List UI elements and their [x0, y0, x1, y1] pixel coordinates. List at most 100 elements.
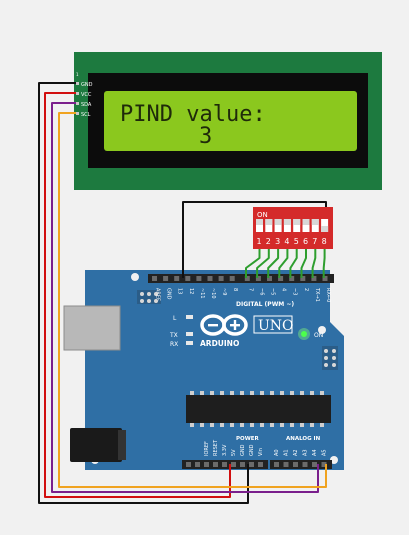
digital-pin-hole[interactable]: [196, 276, 202, 281]
digital-pin-hole[interactable]: [300, 276, 306, 281]
lcd-i2c-pins: GND VCC SDA SCL: [76, 82, 93, 118]
lcd-screen: [104, 91, 357, 151]
power-pin-hole[interactable]: [195, 462, 200, 467]
wire-dip-7[interactable]: [311, 249, 317, 278]
digital-pin-label: ~3: [292, 288, 298, 295]
chip-pin: [250, 391, 254, 395]
dip-toggle-4[interactable]: [283, 219, 291, 232]
digital-pin-label: AREF: [155, 288, 161, 301]
bottom-header-pins: [186, 462, 327, 467]
chip-pin: [220, 391, 224, 395]
power-pin-hole[interactable]: [249, 462, 254, 467]
chip-pin: [300, 423, 304, 427]
analog-pin-hole[interactable]: [321, 462, 327, 467]
digital-pin-hole[interactable]: [218, 276, 224, 281]
led-rx-label: RX: [170, 341, 178, 348]
digital-pin-hole[interactable]: [207, 276, 213, 281]
chip-pin: [290, 423, 294, 427]
dip-toggle-5[interactable]: [293, 219, 301, 232]
power-pin-hole[interactable]: [222, 462, 227, 467]
digital-pin-hole[interactable]: [163, 276, 169, 281]
dip-toggle-1[interactable]: [256, 219, 263, 232]
analog-pin-hole[interactable]: [283, 462, 289, 467]
power-pin-hole[interactable]: [186, 462, 191, 467]
lcd-line-1: PIND value:: [120, 102, 266, 127]
lcd-pin-index: 1: [76, 72, 79, 77]
arduino-model: UNO: [258, 318, 294, 334]
chip-pin: [190, 391, 194, 395]
chip-pin: [200, 423, 204, 427]
lcd-pin-sda[interactable]: [76, 102, 79, 105]
chip-pin: [200, 391, 204, 395]
digital-pin-hole[interactable]: [322, 276, 328, 281]
power-pin-hole[interactable]: [213, 462, 218, 467]
dip-number: 7: [312, 237, 317, 246]
wire-gnd[interactable]: [38, 82, 249, 504]
wire-dip-1[interactable]: [245, 249, 261, 278]
chip-pin: [310, 423, 314, 427]
wire-dip-common-gnd[interactable]: [182, 201, 327, 278]
arduino-brand: ARDUINO: [200, 339, 239, 348]
power-pin-hole[interactable]: [258, 462, 263, 467]
lcd-pin-label-vcc: VCC: [81, 92, 92, 98]
analog-pin-hole[interactable]: [293, 462, 298, 467]
mount-hole: [131, 273, 139, 281]
digital-pin-hole[interactable]: [174, 276, 180, 281]
wire-dip-3[interactable]: [267, 249, 280, 278]
analog-pin-hole[interactable]: [274, 462, 279, 467]
digital-pin-label: 8: [232, 288, 238, 291]
digital-pin-hole[interactable]: [289, 276, 295, 281]
digital-pin-hole[interactable]: [185, 276, 191, 281]
analog-pin-hole[interactable]: [312, 462, 317, 467]
analog-pin-hole[interactable]: [302, 462, 308, 467]
digital-pin-label: ~5: [270, 288, 276, 295]
chip-pin: [300, 391, 304, 395]
analog-pin-label: A0: [274, 449, 280, 456]
digital-header-pins: [152, 276, 328, 281]
digital-pin-hole[interactable]: [255, 276, 261, 281]
chip-pin: [260, 423, 264, 427]
lcd-pin-label-gnd: GND: [81, 82, 93, 88]
digital-pin-hole[interactable]: [152, 276, 157, 281]
dip-toggle-7[interactable]: [311, 219, 319, 232]
power-header-label: POWER: [236, 436, 260, 442]
lcd-pin-gnd[interactable]: [76, 82, 79, 85]
power-pin-hole[interactable]: [240, 462, 245, 467]
wire-dip-5[interactable]: [289, 249, 298, 278]
dip-output-wires: [245, 249, 326, 278]
led-l-label: L: [173, 315, 177, 322]
dip-toggle-8[interactable]: [321, 219, 329, 232]
digital-header: [148, 274, 334, 283]
analog-pin-label: A4: [312, 449, 318, 456]
chip-pin: [240, 423, 244, 427]
wire-scl[interactable]: [58, 112, 327, 488]
power-pin-hole[interactable]: [204, 462, 209, 467]
wire-dip-6[interactable]: [300, 249, 307, 278]
digital-pin-hole[interactable]: [311, 276, 317, 281]
dip-toggle-3[interactable]: [274, 219, 282, 232]
digital-pin-hole[interactable]: [229, 276, 235, 281]
wire-dip-4[interactable]: [278, 249, 289, 278]
dip-number: 8: [322, 237, 327, 246]
lcd-pin-vcc[interactable]: [76, 92, 79, 95]
digital-pin-hole[interactable]: [278, 276, 284, 281]
chip-pin: [290, 391, 294, 395]
lcd-module[interactable]: PIND value: 3 1 GND VCC SDA SCL: [74, 52, 382, 190]
dip-toggle-2[interactable]: [265, 219, 273, 232]
wire-dip-2[interactable]: [256, 249, 270, 278]
dip-toggle-6[interactable]: [302, 219, 310, 232]
wire-dip-8[interactable]: [322, 249, 326, 278]
lcd-pin-scl[interactable]: [76, 112, 79, 115]
chip-pin: [230, 391, 234, 395]
power-pin-hole[interactable]: [231, 462, 236, 467]
digital-pin-hole[interactable]: [267, 276, 272, 281]
led-l: [186, 315, 193, 319]
digital-pin-hole[interactable]: [244, 276, 250, 281]
on-led-label: ON: [314, 332, 323, 339]
led-tx: [186, 332, 193, 336]
wire-sda[interactable]: [51, 102, 319, 493]
